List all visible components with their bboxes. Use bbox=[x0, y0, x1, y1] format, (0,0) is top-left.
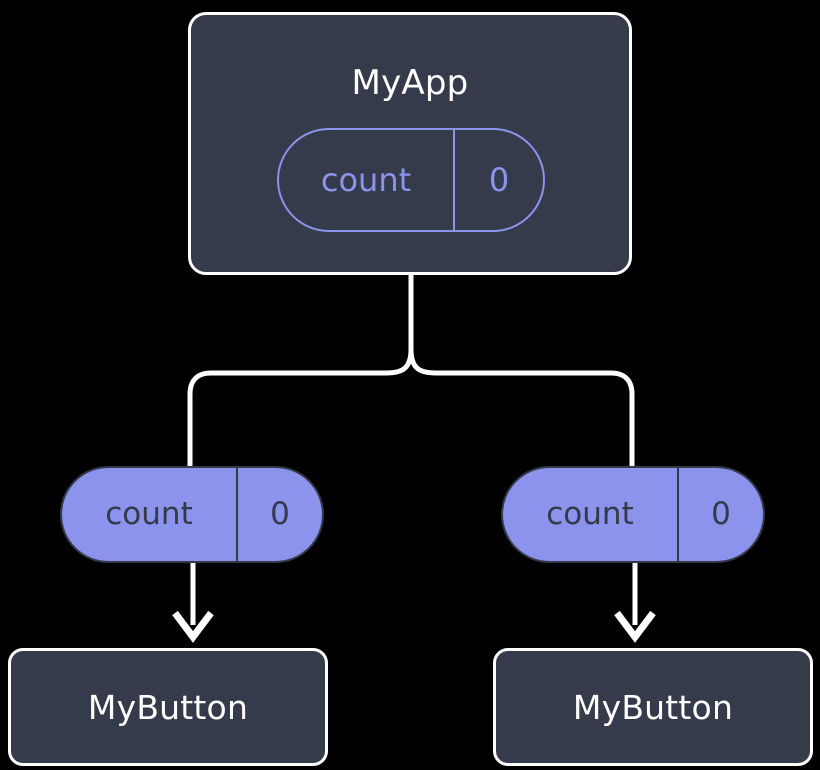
state-value-root: 0 bbox=[453, 130, 543, 230]
state-capsule-child-1[interactable]: count 0 bbox=[501, 466, 765, 563]
edge-root-to-left-child bbox=[187, 346, 414, 473]
state-key-root: count bbox=[320, 161, 412, 199]
state-key-child-0: count bbox=[105, 496, 193, 532]
arrowhead-right bbox=[614, 610, 656, 643]
component-label-myapp: MyApp bbox=[351, 63, 469, 103]
state-value-child-0: 0 bbox=[236, 468, 322, 561]
component-label-mybutton-right: MyButton bbox=[572, 687, 734, 727]
component-node-mybutton-right[interactable]: MyButton bbox=[493, 648, 813, 766]
component-node-mybutton-left[interactable]: MyButton bbox=[8, 648, 328, 766]
state-value-child-1: 0 bbox=[677, 468, 763, 561]
component-label-mybutton-left: MyButton bbox=[87, 687, 249, 727]
arrowhead-left bbox=[172, 610, 214, 643]
state-capsule-root[interactable]: count 0 bbox=[277, 128, 545, 232]
edge-root-to-children bbox=[408, 272, 635, 473]
state-capsule-child-0[interactable]: count 0 bbox=[60, 466, 324, 563]
state-key-child-1: count bbox=[546, 496, 634, 532]
